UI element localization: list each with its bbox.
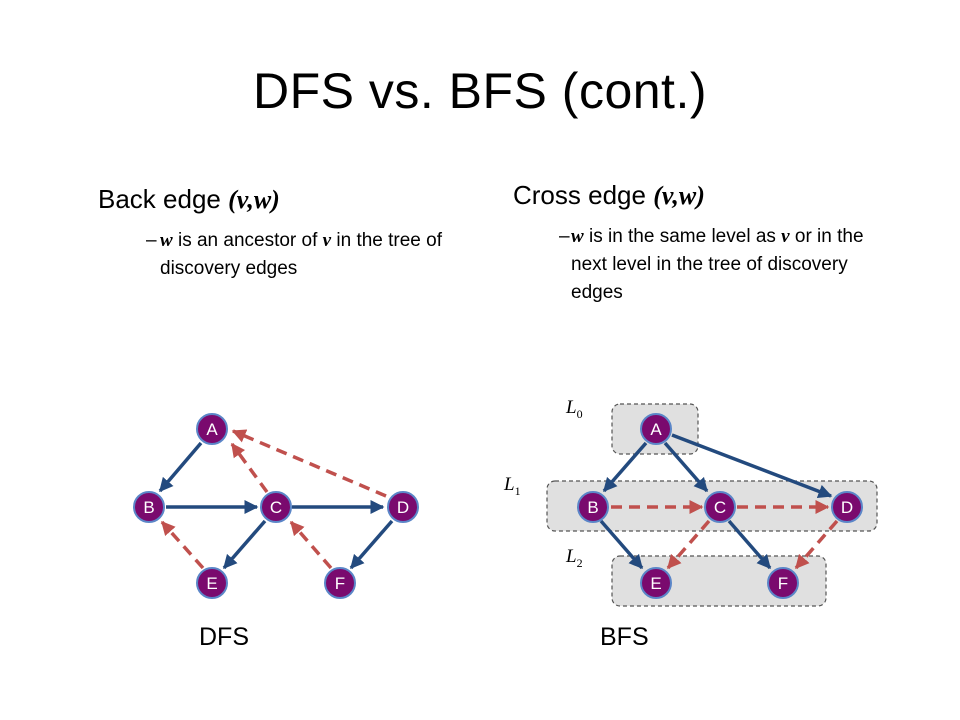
bfs-node-a: A: [640, 413, 672, 445]
node-label: B: [587, 498, 598, 517]
node-label: E: [206, 574, 217, 593]
bfs-edges: [599, 433, 839, 570]
discovery-edge-a-b: [158, 441, 203, 493]
discovery-edge-a-d: [671, 433, 833, 499]
definition-text: is an ancestor of: [172, 230, 323, 251]
bfs-node-e: E: [640, 567, 672, 599]
cross-edge-d-f: [794, 519, 839, 570]
node-label: F: [778, 574, 788, 593]
back-edge-heading: Back edge (v,w): [98, 182, 498, 217]
bullet-dash: –: [146, 230, 157, 251]
dfs-caption: DFS: [199, 623, 249, 651]
bfs-level-labels: L0 L1 L2: [503, 397, 583, 570]
level-1-label: L1: [503, 474, 521, 498]
var-w: w: [571, 226, 584, 247]
discovery-edge-b-e: [599, 519, 644, 570]
bullet-dash: –: [559, 226, 570, 247]
back-edge-heading-text: Back edge: [98, 184, 229, 214]
discovery-edge-a-b: [602, 441, 648, 493]
node-label: E: [650, 574, 661, 593]
discovery-edge-c-f: [727, 519, 772, 570]
back-edge-section: Back edge (v,w) –w is an ancestor of v i…: [98, 182, 498, 283]
discovery-edge-a-c: [663, 441, 709, 493]
cross-edge-heading: Cross edge (v,w): [513, 178, 893, 213]
bfs-node-c: C: [704, 491, 736, 523]
var-v: v: [322, 230, 332, 251]
dfs-node-a: A: [196, 413, 228, 445]
bfs-node-f: F: [767, 567, 799, 599]
cross-edge-c-e: [666, 519, 711, 570]
back-edge-e-b: [160, 520, 205, 570]
back-edge-heading-math: (v,w): [228, 185, 280, 214]
slide-title: DFS vs. BFS (cont.): [252, 63, 707, 119]
dfs-node-e: E: [196, 567, 228, 599]
node-label: B: [143, 498, 154, 517]
node-label: A: [650, 420, 662, 439]
cross-edge-section: Cross edge (v,w) –w is in the same level…: [513, 180, 893, 307]
discovery-edge-c-e: [222, 519, 267, 570]
cross-edge-heading-text: Cross edge: [513, 180, 654, 210]
bfs-node-d: D: [831, 491, 863, 523]
node-label: C: [270, 498, 282, 517]
cross-edge-definition: –w is in the same level as v or in the n…: [513, 223, 893, 307]
bfs-nodes: A B C D E F: [577, 413, 863, 599]
back-edge-d-a: [231, 429, 387, 498]
definition-tail: or in the next level in the tree of disc…: [571, 226, 864, 303]
discovery-edge-d-f: [349, 519, 394, 570]
node-label: D: [841, 498, 853, 517]
definition-tail: in the tree of discovery edges: [160, 230, 442, 279]
dfs-node-c: C: [260, 491, 292, 523]
node-label: D: [397, 498, 409, 517]
back-edge-c-a: [230, 442, 269, 494]
var-w: w: [160, 230, 173, 251]
definition-text: is in the same level as: [583, 226, 782, 247]
level-2-label: L2: [565, 546, 583, 570]
cross-edge-heading-math: (v,w): [653, 181, 705, 210]
dfs-node-f: F: [324, 567, 356, 599]
back-edge-f-c: [289, 520, 333, 570]
bfs-node-b: B: [577, 491, 609, 523]
back-edge-definition: –w is an ancestor of v in the tree of di…: [98, 227, 498, 283]
var-v: v: [781, 226, 790, 247]
node-label: A: [206, 420, 218, 439]
bfs-caption: BFS: [600, 623, 649, 651]
level-0-label: L0: [565, 397, 583, 421]
dfs-node-b: B: [133, 491, 165, 523]
node-label: C: [714, 498, 726, 517]
node-label: F: [335, 574, 345, 593]
dfs-node-d: D: [387, 491, 419, 523]
dfs-nodes: A B C D E F: [133, 413, 419, 599]
dfs-edges: [158, 429, 394, 570]
